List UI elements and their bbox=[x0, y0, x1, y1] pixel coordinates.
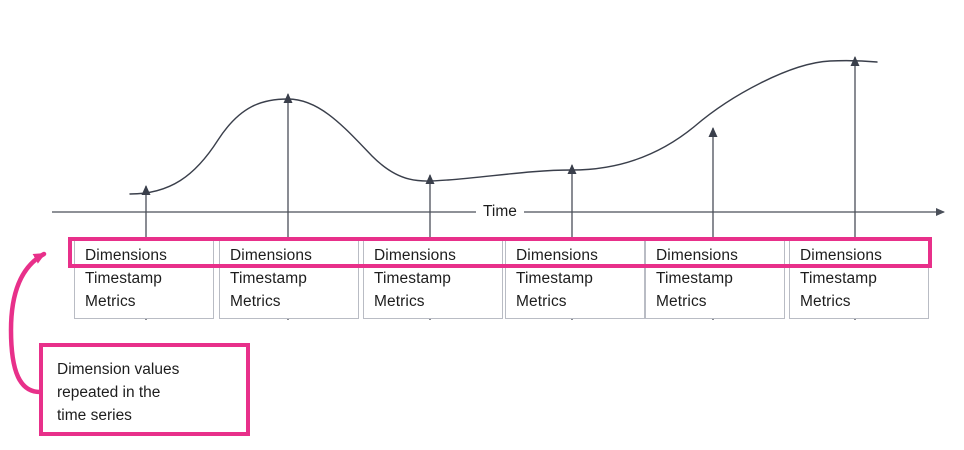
record-metrics: Metrics bbox=[230, 293, 281, 310]
annotation-line-2: repeated in the bbox=[57, 384, 161, 401]
record-timestamp: Timestamp bbox=[800, 270, 877, 287]
record-timestamp: Timestamp bbox=[230, 270, 307, 287]
record-metrics: Metrics bbox=[656, 293, 707, 310]
record-timestamp: Timestamp bbox=[656, 270, 733, 287]
record-timestamp: Timestamp bbox=[516, 270, 593, 287]
record-metrics: Metrics bbox=[800, 293, 851, 310]
record-dimensions: Dimensions bbox=[85, 247, 167, 264]
record-box[interactable]: Dimensions Timestamp Metrics bbox=[505, 237, 645, 319]
annotation-connector-arrow bbox=[8, 251, 47, 395]
record-timestamp: Timestamp bbox=[85, 270, 162, 287]
record-box[interactable]: Dimensions Timestamp Metrics bbox=[645, 237, 785, 319]
record-timestamp: Timestamp bbox=[374, 270, 451, 287]
record-box[interactable]: Dimensions Timestamp Metrics bbox=[789, 237, 929, 319]
record-dimensions: Dimensions bbox=[230, 247, 312, 264]
record-box[interactable]: Dimensions Timestamp Metrics bbox=[74, 237, 214, 319]
timeseries-curve bbox=[129, 59, 878, 195]
record-metrics: Metrics bbox=[374, 293, 425, 310]
record-box[interactable]: Dimensions Timestamp Metrics bbox=[219, 237, 359, 319]
record-dimensions: Dimensions bbox=[516, 247, 598, 264]
record-dimensions: Dimensions bbox=[800, 247, 882, 264]
annotation-line-3: time series bbox=[57, 407, 132, 424]
time-axis-label: Time bbox=[476, 202, 524, 222]
annotation-callout: Dimension values repeated in the time se… bbox=[39, 343, 250, 436]
record-box[interactable]: Dimensions Timestamp Metrics bbox=[363, 237, 503, 319]
record-metrics: Metrics bbox=[85, 293, 136, 310]
record-dimensions: Dimensions bbox=[374, 247, 456, 264]
annotation-line-1: Dimension values bbox=[57, 361, 180, 378]
record-metrics: Metrics bbox=[516, 293, 567, 310]
record-dimensions: Dimensions bbox=[656, 247, 738, 264]
